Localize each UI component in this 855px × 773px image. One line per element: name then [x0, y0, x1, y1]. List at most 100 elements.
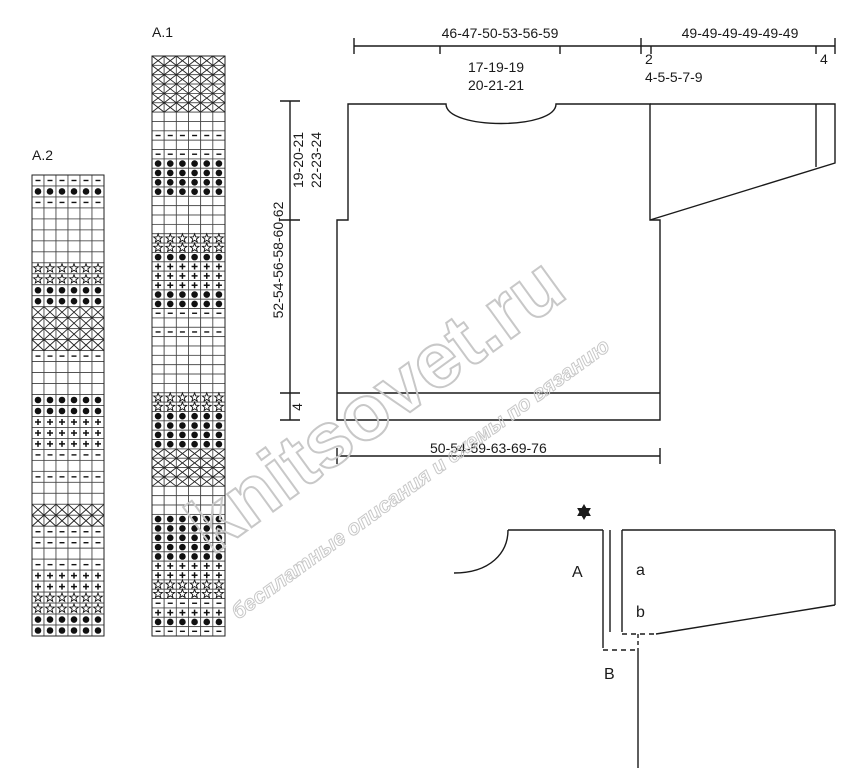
- star-symbol: [164, 578, 176, 590]
- chart-a1-cell: [200, 214, 214, 225]
- chart-a1-cell: [151, 205, 165, 216]
- dot-symbol: [166, 618, 174, 626]
- chart-a1-cell: [151, 495, 165, 506]
- diamond-symbol: [79, 514, 93, 527]
- dot-symbol: [154, 553, 162, 560]
- star-symbol: [44, 273, 56, 285]
- star-symbol: [188, 232, 201, 244]
- plus-symbol: [35, 572, 41, 579]
- chart-a1-cell: [163, 579, 177, 590]
- dot-symbol: [82, 396, 90, 404]
- chart-a1-cell: [163, 364, 177, 375]
- dot-symbol: [215, 534, 223, 542]
- dot-symbol: [215, 553, 223, 560]
- cuff-label: 4: [820, 51, 828, 67]
- star-symbol: [56, 591, 68, 603]
- diamond-symbol: [163, 93, 177, 104]
- dot-symbol: [191, 431, 198, 439]
- diamond-symbol: [79, 328, 93, 340]
- chart-a1-cell: [175, 214, 189, 225]
- dot-symbol: [179, 534, 186, 542]
- chart-a1-cell: [200, 345, 214, 356]
- dot-symbol: [191, 188, 198, 195]
- dot-symbol: [154, 300, 162, 308]
- chart-a1-cell: [151, 401, 165, 412]
- chart-a1-cell: [188, 205, 202, 216]
- diamond-symbol: [200, 102, 214, 113]
- diamond-symbol: [151, 55, 165, 66]
- diamond-symbol: [151, 93, 165, 104]
- plus-symbol: [179, 282, 186, 289]
- star-symbol: [188, 241, 201, 253]
- star-symbol: [92, 262, 104, 274]
- plus-symbol: [95, 583, 101, 590]
- dot-symbol: [203, 188, 211, 195]
- plus-symbol: [83, 418, 89, 425]
- bottom-width-label: 50-54-59-63-69-76: [430, 440, 547, 456]
- chart-a1-cell: [200, 139, 214, 150]
- star-symbol: [68, 602, 80, 614]
- star-symbol: [176, 578, 189, 590]
- dot-symbol: [166, 422, 174, 429]
- chart-a2-cell: [67, 492, 81, 505]
- chart-a1-cell: [175, 317, 189, 328]
- chart-a1-cell: [163, 588, 177, 599]
- dot-symbol: [46, 286, 54, 294]
- chart-a1-cell: [151, 139, 165, 150]
- chart-a1-cell: [163, 121, 177, 132]
- star-symbol: [176, 391, 189, 403]
- chart-a2-cell: [91, 229, 105, 242]
- dot-symbol: [34, 396, 42, 404]
- star-symbol: [164, 391, 176, 403]
- diamond-symbol: [163, 83, 177, 94]
- chart-a2-cell: [55, 207, 69, 220]
- dot-symbol: [82, 407, 90, 415]
- plus-symbol: [179, 263, 186, 270]
- chart-a2-cell: [55, 229, 69, 242]
- chart-a2-title: A.2: [32, 147, 53, 163]
- star-symbol: [188, 578, 201, 590]
- chart-a2-cell: [55, 218, 69, 231]
- chart-a2-cell: [91, 207, 105, 220]
- star-symbol: [201, 578, 213, 590]
- diamond-symbol: [188, 476, 201, 487]
- chart-a2-cell: [67, 361, 81, 373]
- diamond-symbol: [176, 55, 189, 66]
- chart-a1-cell: [163, 223, 177, 235]
- chart-a1-cell: [175, 139, 189, 150]
- dot-symbol: [215, 515, 223, 523]
- chart-a1-cell: [200, 401, 214, 412]
- dot-symbol: [215, 178, 223, 186]
- chart-a2-cell: [43, 229, 57, 242]
- chart-a2-cell: [43, 361, 57, 373]
- dot-symbol: [215, 253, 223, 261]
- chart-a1-cell: [212, 383, 226, 394]
- diamond-symbol: [67, 306, 81, 319]
- chart-a1-cell: [163, 317, 177, 328]
- plus-symbol: [71, 572, 77, 579]
- chart-a2-cell: [91, 251, 105, 264]
- dot-symbol: [46, 616, 54, 623]
- chart-a2-border: [31, 174, 105, 637]
- dot-symbol: [215, 525, 223, 532]
- chart-a1-cell: [163, 401, 177, 412]
- dot-symbol: [154, 525, 162, 532]
- dot-symbol: [34, 297, 42, 305]
- chart-a1-cell: [200, 111, 214, 122]
- chart-a2-cell: [31, 383, 45, 395]
- chart-a1-cell: [163, 392, 177, 403]
- label-B: B: [604, 666, 615, 683]
- plus-symbol: [47, 440, 53, 447]
- star-symbol: [44, 591, 56, 603]
- chart-a2-cell: [43, 481, 57, 494]
- dot-symbol: [203, 412, 211, 420]
- dot-symbol: [179, 160, 186, 167]
- plus-symbol: [35, 418, 41, 425]
- dot-symbol: [154, 543, 162, 551]
- chart-a2-cell: [55, 547, 69, 560]
- chart-a1-cell: [188, 485, 202, 497]
- plus-symbol: [191, 282, 198, 289]
- chart-a1-cell: [212, 401, 226, 412]
